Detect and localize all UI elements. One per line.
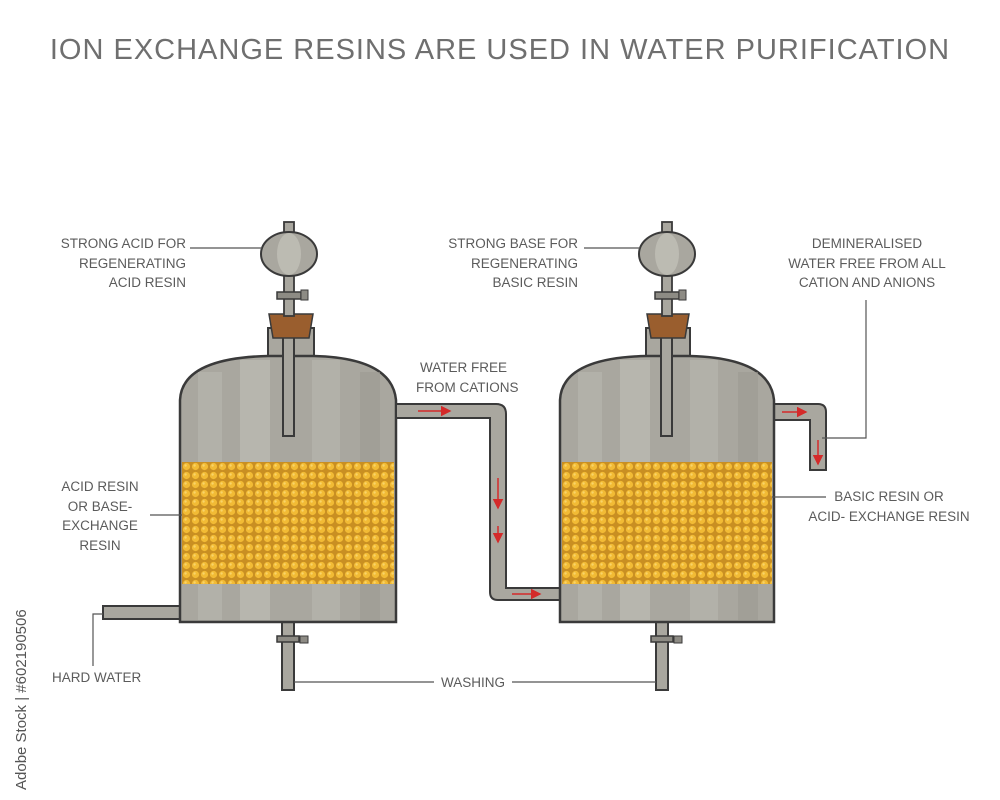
cork-2 [646, 313, 690, 339]
hard-water-inlet-pipe [102, 605, 186, 620]
connecting-pipe [395, 403, 561, 601]
drain-valve-handle-1 [299, 635, 309, 644]
label-demineralised: DEMINERALISED WATER FREE FROM ALL CATION… [772, 234, 962, 293]
cork-1 [268, 313, 314, 339]
label-line: ACID RESIN [108, 275, 186, 290]
drain-pipe-2 [655, 621, 669, 691]
label-line: FROM CATIONS [416, 379, 519, 395]
leader-demineralised [822, 300, 867, 439]
bulb-highlight-1 [277, 233, 301, 275]
demineralised-outlet-pipe [773, 403, 827, 471]
label-line: CATION AND ANIONS [798, 275, 936, 290]
stopcock-2 [654, 291, 680, 300]
dip-tube-1 [282, 329, 295, 437]
label-line: ACID RESIN [61, 479, 139, 494]
label-washing: WASHING [441, 675, 505, 690]
label-line: STRONG ACID FOR [60, 236, 186, 251]
label-strong-acid: STRONG ACID FOR REGENERATING ACID RESIN [30, 234, 186, 293]
label-line: EXCHANGE [62, 518, 138, 533]
bulb-highlight-2 [655, 233, 679, 275]
stopcock-handle-2 [678, 289, 687, 301]
dip-tube-2 [660, 329, 673, 437]
label-line: WATER FREE FROM ALL [788, 255, 946, 271]
drain-valve-1 [276, 635, 300, 643]
pipe-between-tanks [395, 403, 561, 601]
leader-lines [92, 247, 867, 683]
drain-valve-handle-2 [673, 635, 683, 644]
label-line: BASIC RESIN [492, 275, 578, 290]
basic-resin-bed [562, 462, 772, 584]
label-water-free-cations: WATER FREE FROM CATIONS [416, 358, 546, 397]
acid-resin-bed [182, 462, 394, 584]
page-title: ION EXCHANGE RESINS ARE USED IN WATER PU… [49, 34, 951, 66]
label-line: OR BASE- [67, 498, 133, 514]
tank-1 [102, 221, 398, 691]
watermark-text: Adobe Stock | #602190506 [13, 609, 30, 790]
drain-valve-2 [650, 635, 674, 643]
leader-hard-water [92, 613, 103, 666]
label-line: ACID- EXCHANGE RESIN [808, 508, 970, 524]
stopcock-handle-1 [300, 289, 309, 301]
label-acid-resin: ACID RESIN OR BASE- EXCHANGE RESIN [54, 477, 146, 555]
label-strong-base: STRONG BASE FOR REGENERATING BASIC RESIN [420, 234, 578, 293]
stock-watermark: Adobe Stock | #602190506 [12, 560, 34, 790]
label-line: STRONG BASE FOR [448, 236, 578, 251]
label-line: REGENERATING [78, 255, 186, 271]
label-line: BASIC RESIN OR [834, 489, 944, 504]
label-basic-resin: BASIC RESIN OR ACID- EXCHANGE RESIN [796, 487, 982, 526]
label-line: DEMINERALISED [811, 236, 923, 251]
drain-pipe-1 [281, 621, 295, 691]
label-hard-water: HARD WATER [52, 670, 142, 685]
stopcock-1 [276, 291, 302, 300]
label-line: REGENERATING [470, 255, 578, 271]
label-line: RESIN [79, 537, 121, 553]
tank-2 [558, 221, 827, 691]
label-line: WATER FREE [420, 360, 507, 375]
